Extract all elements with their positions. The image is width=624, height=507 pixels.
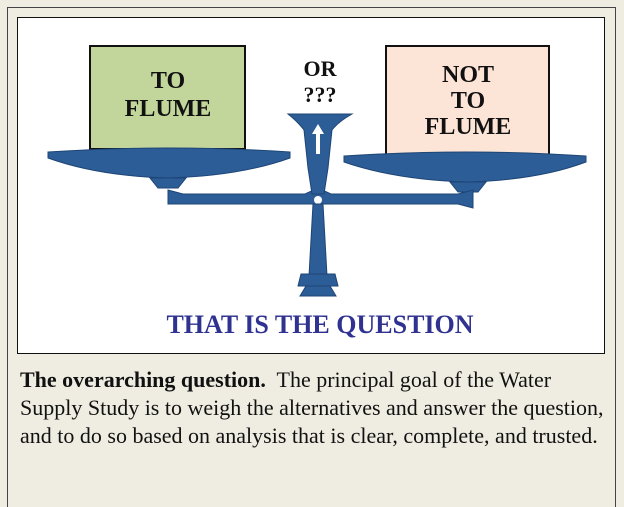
right-pan [343,151,587,193]
bottom-question-text: THAT IS THE QUESTION [166,310,473,339]
scale-column [297,203,339,297]
left-pan [47,147,291,189]
left-option-line-2: FLUME [125,96,212,122]
center-label-line-1: OR [304,56,338,81]
right-option-line-1: NOT [442,62,494,88]
scale-pointer [286,113,354,195]
left-option-line-1: TO [151,68,185,94]
figure-caption: The overarching question. The principal … [20,366,608,450]
right-option-line-3: FLUME [425,114,512,140]
scale-beam [167,187,474,209]
left-option-box [89,45,246,150]
right-option-line-2: TO [451,88,485,114]
balance-scale-diagram: TO FLUME NOT TO FLUME OR ??? [47,45,587,339]
caption-body: The principal goal of the Water Supply S… [20,367,604,448]
caption-title: The overarching question. [20,367,266,392]
center-label-line-2: ??? [304,82,337,107]
balance-scale-figure: TO FLUME NOT TO FLUME OR ??? [17,17,605,354]
